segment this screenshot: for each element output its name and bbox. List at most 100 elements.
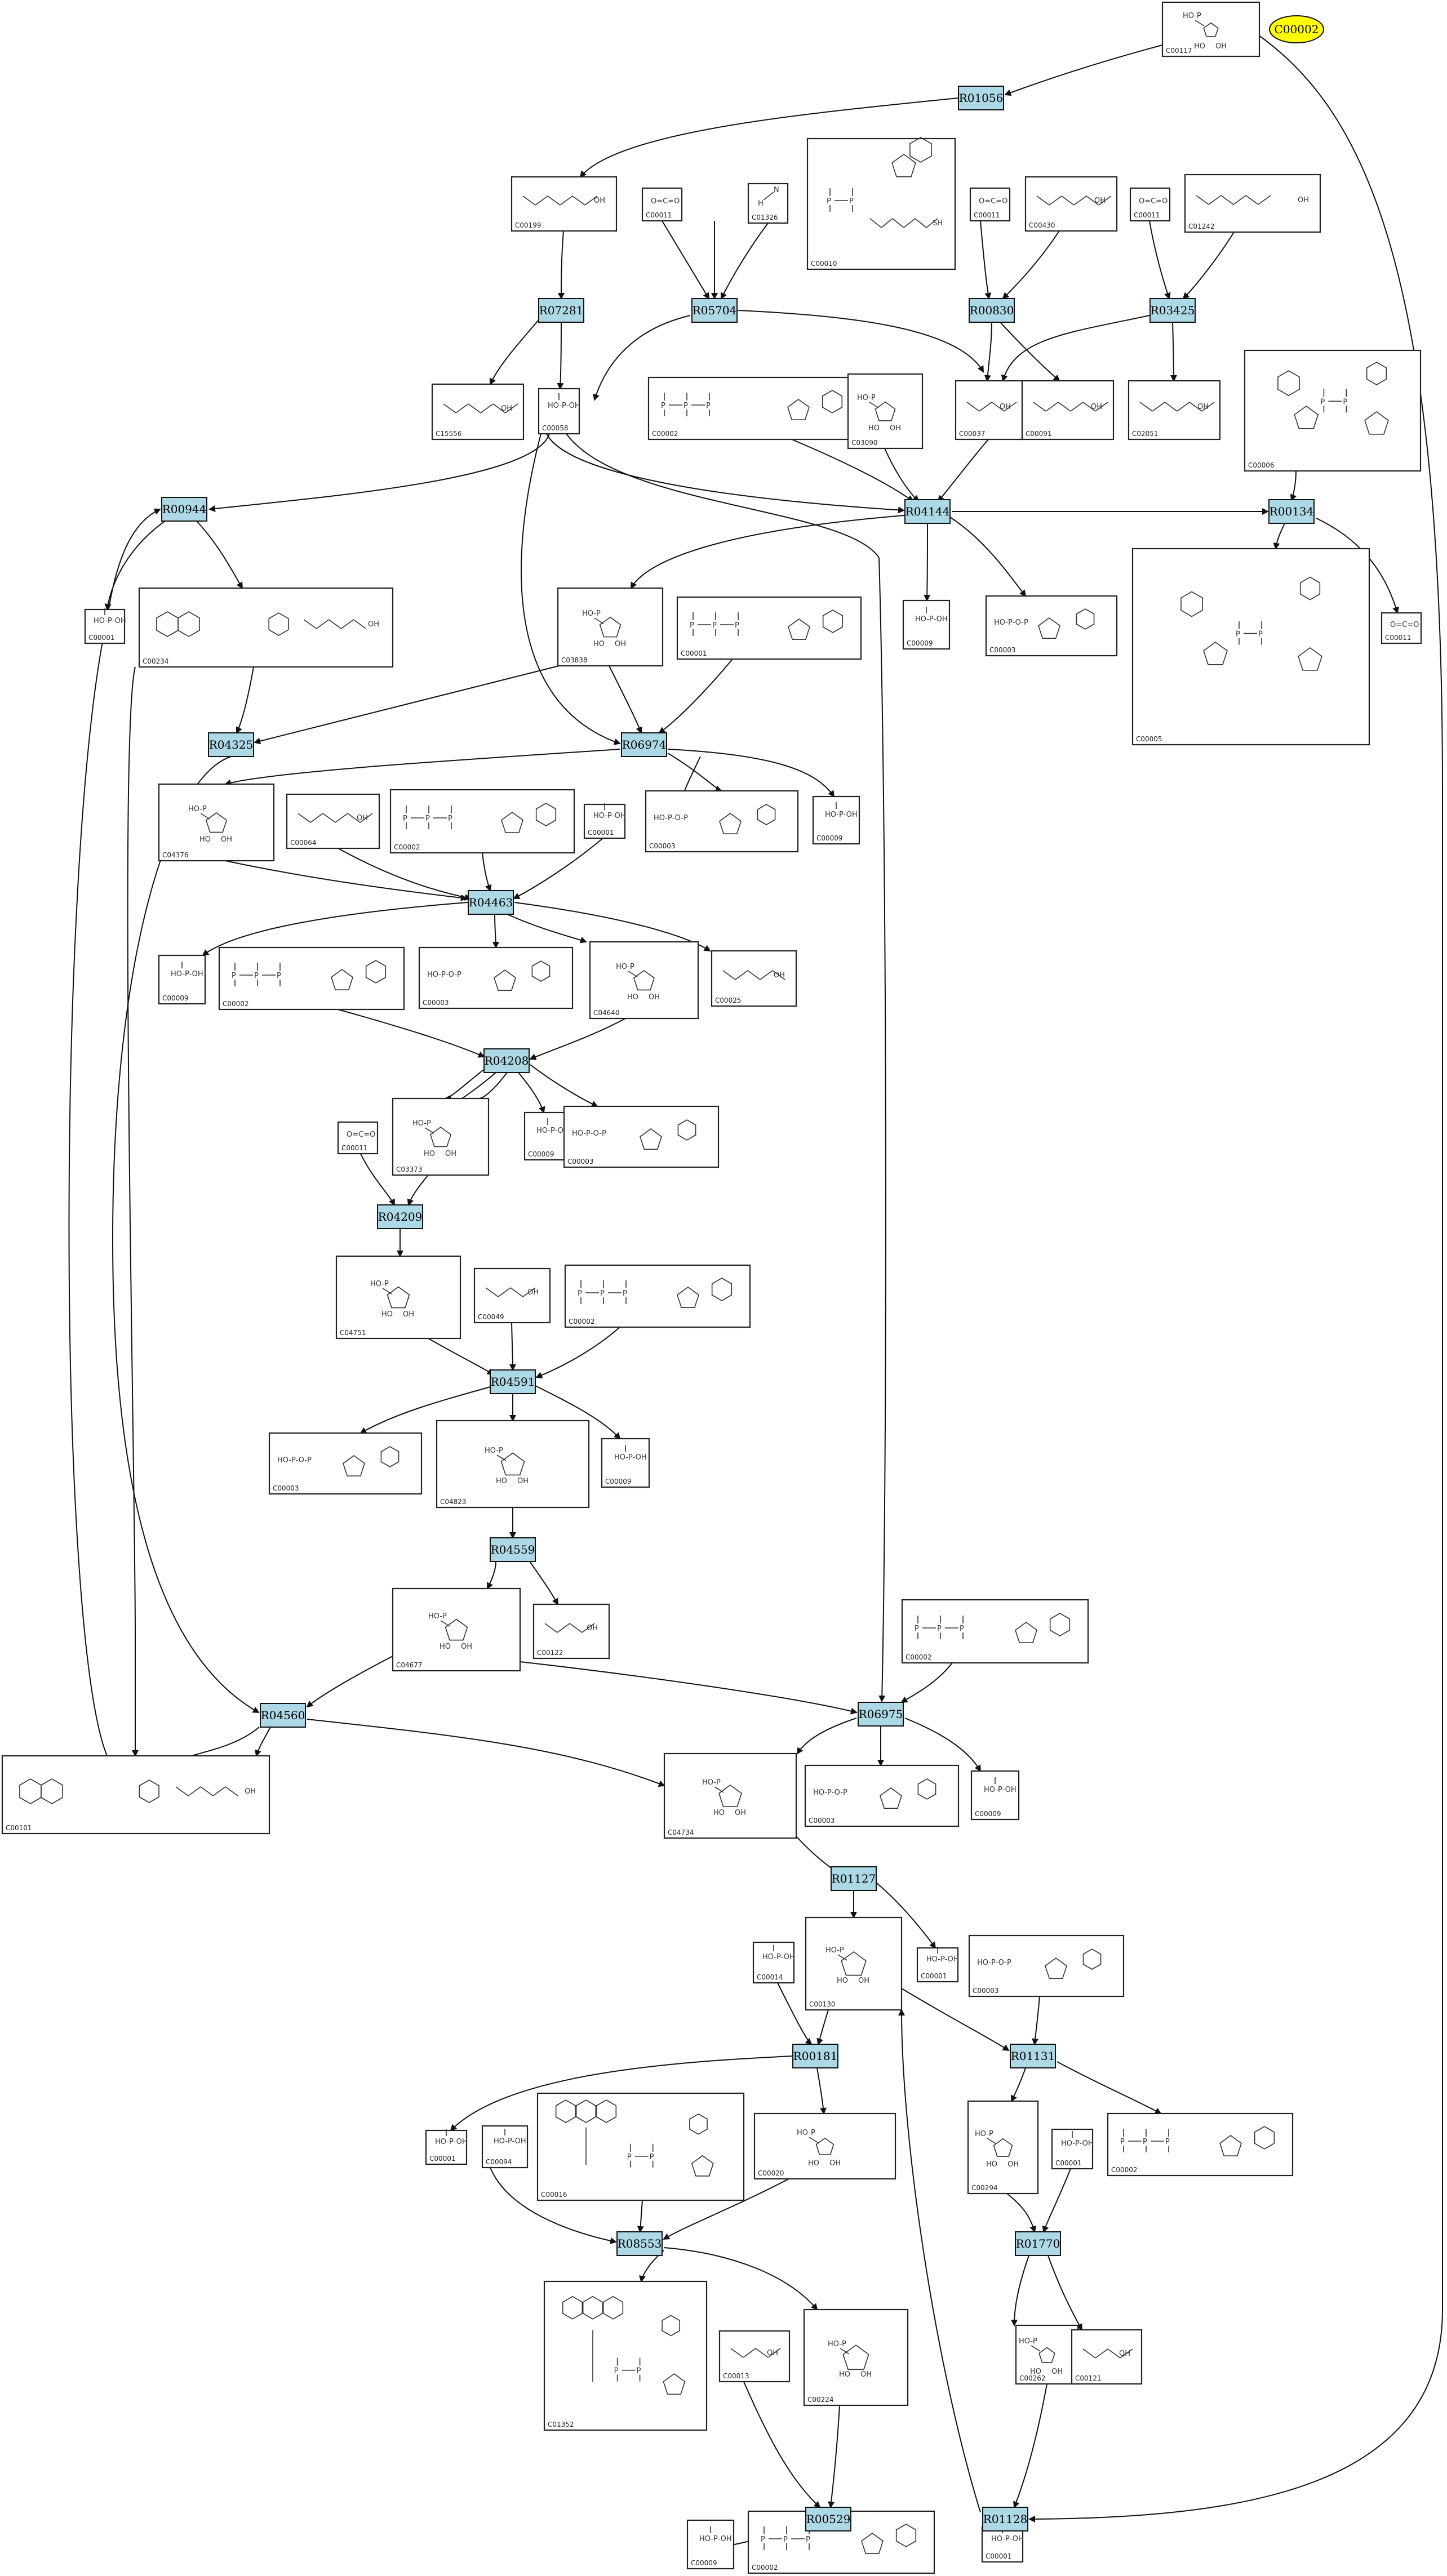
reaction-node[interactable]: R04209 xyxy=(377,1204,423,1229)
reaction-node[interactable]: R00529 xyxy=(805,2507,851,2531)
reaction-node[interactable]: R07281 xyxy=(538,298,584,323)
reaction-node[interactable]: R00181 xyxy=(792,2044,838,2068)
reaction-node[interactable]: R00134 xyxy=(1268,499,1315,524)
reaction-node[interactable]: R04591 xyxy=(490,1369,536,1394)
edge xyxy=(1170,322,1177,382)
reaction-node[interactable]: R04325 xyxy=(208,732,254,757)
reaction-node[interactable]: R06974 xyxy=(621,732,667,757)
highlight-compound[interactable]: C00002 xyxy=(1269,15,1324,43)
reaction-node[interactable]: R00830 xyxy=(969,298,1015,323)
reaction-node[interactable]: R04208 xyxy=(483,1048,530,1073)
reaction-node[interactable]: R01128 xyxy=(982,2507,1028,2531)
reaction-node[interactable]: R01127 xyxy=(831,1866,877,1891)
reaction-node[interactable]: R01770 xyxy=(1015,2231,1061,2256)
reaction-node[interactable]: R04144 xyxy=(904,499,951,524)
compound-id: C00005 xyxy=(1136,735,1162,743)
reaction-node[interactable]: R03425 xyxy=(1149,298,1196,323)
reaction-node[interactable]: R06975 xyxy=(858,1702,904,1727)
edge xyxy=(428,1338,494,1376)
reaction-node[interactable]: R04559 xyxy=(490,1537,536,1562)
reaction-node[interactable]: R04463 xyxy=(468,890,514,915)
reaction-node[interactable]: R04560 xyxy=(260,1703,306,1728)
reaction-box xyxy=(161,497,207,522)
reaction-node[interactable]: R00944 xyxy=(161,497,207,522)
reaction-node[interactable]: R05704 xyxy=(691,298,738,323)
reaction-node[interactable]: R01131 xyxy=(1010,2044,1056,2068)
reaction-node[interactable]: R08553 xyxy=(616,2231,663,2256)
reaction-node[interactable]: R01056 xyxy=(958,86,1004,110)
